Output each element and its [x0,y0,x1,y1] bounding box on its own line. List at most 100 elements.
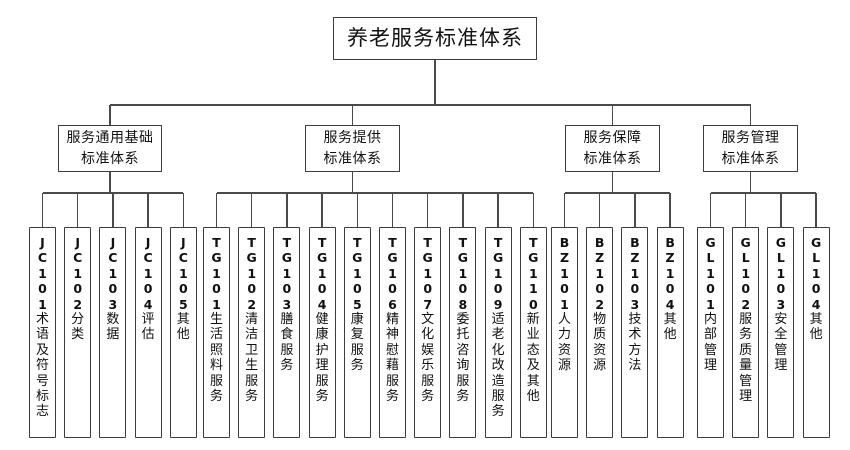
leaf-label-char: 活 [209,327,223,343]
leaf-code-char: 0 [143,281,153,297]
leaf-stem-connector-BZ102 [598,193,601,227]
branch-node-label-line2: 标准体系 [323,150,382,167]
leaf-label-char: 他 [663,327,677,343]
leaf-code-char: G [740,235,751,250]
leaf-code-char: G [705,235,716,250]
leaf-code-char: 1 [247,265,257,281]
leaf-label-char: 服 [315,373,329,389]
leaf-code-char: 3 [282,296,292,312]
leaf-stem-connector-JC103 [112,193,114,227]
leaf-code-char: 8 [458,296,468,312]
leaf-stem-connector-BZ103 [634,193,636,227]
leaf-code-char: 1 [317,265,327,281]
leaf-label-char: 照 [209,342,223,358]
leaf-stem-connector-TG104 [321,193,323,227]
leaf-code-char: 1 [458,265,468,281]
branch-node-label-line2: 标准体系 [583,150,642,167]
leaf-code-char: B [630,235,640,250]
leaf-code-char: 1 [741,265,751,281]
leaf-code-char: 0 [528,296,538,312]
level1-bus-connector [110,104,751,106]
leaf-code-char: G [281,250,293,266]
leaf-code-char: 1 [423,265,433,281]
leaf-label-char: 评 [141,311,155,327]
leaf-label-char: 娱 [421,342,435,358]
leaf-label-char: 生 [209,311,223,327]
leaf-code-char: 0 [108,281,118,297]
leaf-label-char: 服 [350,342,364,358]
leaf-code-char: 2 [595,296,605,312]
leaf-code-char: 1 [143,265,153,281]
leaf-label-char: 务 [280,358,294,374]
leaf-label-char: 神 [385,327,399,343]
leaf-label-char: 服 [456,373,470,389]
leaf-code-char: 1 [212,296,221,312]
branch-node-tg: 服务提供标准体系 [305,125,400,172]
leaf-label-char: 委 [456,311,470,327]
leaf-label-char: 康 [315,327,329,343]
leaf-label-char: 文 [421,311,435,327]
leaf-code-char: G [316,250,328,266]
leaf-code-char: 1 [528,265,538,281]
leaf-code-char: 1 [108,265,118,281]
leaf-code-char: J [180,235,186,250]
leaf-label-char: 法 [628,358,642,374]
leaf-code-char: 4 [811,296,821,312]
leaf-label-char: 服 [280,342,294,358]
leaf-code-char: 0 [352,281,362,297]
leaf-label-char: 估 [141,327,155,343]
leaf-stem-connector-JC105 [182,193,185,227]
leaf-code-char: 1 [528,281,538,297]
leaf-code-char: G [457,250,469,266]
leaf-stem-connector-TG105 [356,193,359,227]
branch-node-jc: 服务通用基础标准体系 [58,125,162,172]
leaf-code-char: G [422,250,433,266]
leaf-label-char: 量 [739,358,753,374]
leaf-code-char: C [178,250,188,266]
leaf-code-char: J [145,235,151,250]
leaf-label-char: 慰 [385,342,399,358]
leaf-stem-connector-BZ101 [563,193,566,227]
leaf-code-char: 0 [282,281,292,297]
leaf-code-char: 1 [706,265,715,281]
leaf-code-char: T [388,235,397,250]
leaf-label-char: 务 [315,388,329,404]
leaf-code-char: 1 [776,265,786,281]
leaf-code-char: 5 [352,296,362,312]
branch-node-label-line1: 服务管理 [721,129,780,146]
branch-node-bz: 服务保障标准体系 [565,125,660,172]
leaf-code-char: G [352,250,363,266]
leaf-code-char: C [37,250,48,266]
leaf-stem-connector-TG108 [462,193,464,227]
level2-bus-connector-tg [216,192,534,194]
leaf-code-char: 4 [143,296,153,312]
leaf-label-char: 符 [35,358,49,374]
leaf-code-char: B [665,235,675,250]
leaf-code-char: T [282,235,292,250]
leaf-code-char: G [211,250,222,266]
leaf-label-char: 源 [557,358,571,374]
leaf-code-char: T [458,235,468,250]
leaf-label-char: 部 [703,327,717,343]
leaf-code-char: 4 [665,296,675,312]
leaf-code-char: T [247,235,256,250]
leaf-label-char: 询 [456,358,470,374]
leaf-label-char: 理 [774,358,788,374]
leaf-label-char: 号 [35,373,49,389]
leaf-label-char: 业 [526,327,540,343]
leaf-label-char: 改 [491,358,505,374]
leaf-label-char: 适 [491,311,505,327]
leaf-label-char: 精 [385,311,399,327]
branch-stem-connector-jc [109,105,111,125]
level2-bus-connector-bz [564,192,671,194]
leaf-code-char: T [493,235,503,250]
leaf-code-char: 0 [247,281,257,297]
leaf-stem-connector-TG107 [426,193,429,227]
leaf-label-char: 务 [245,388,259,404]
leaf-label-char: 他 [526,388,540,404]
